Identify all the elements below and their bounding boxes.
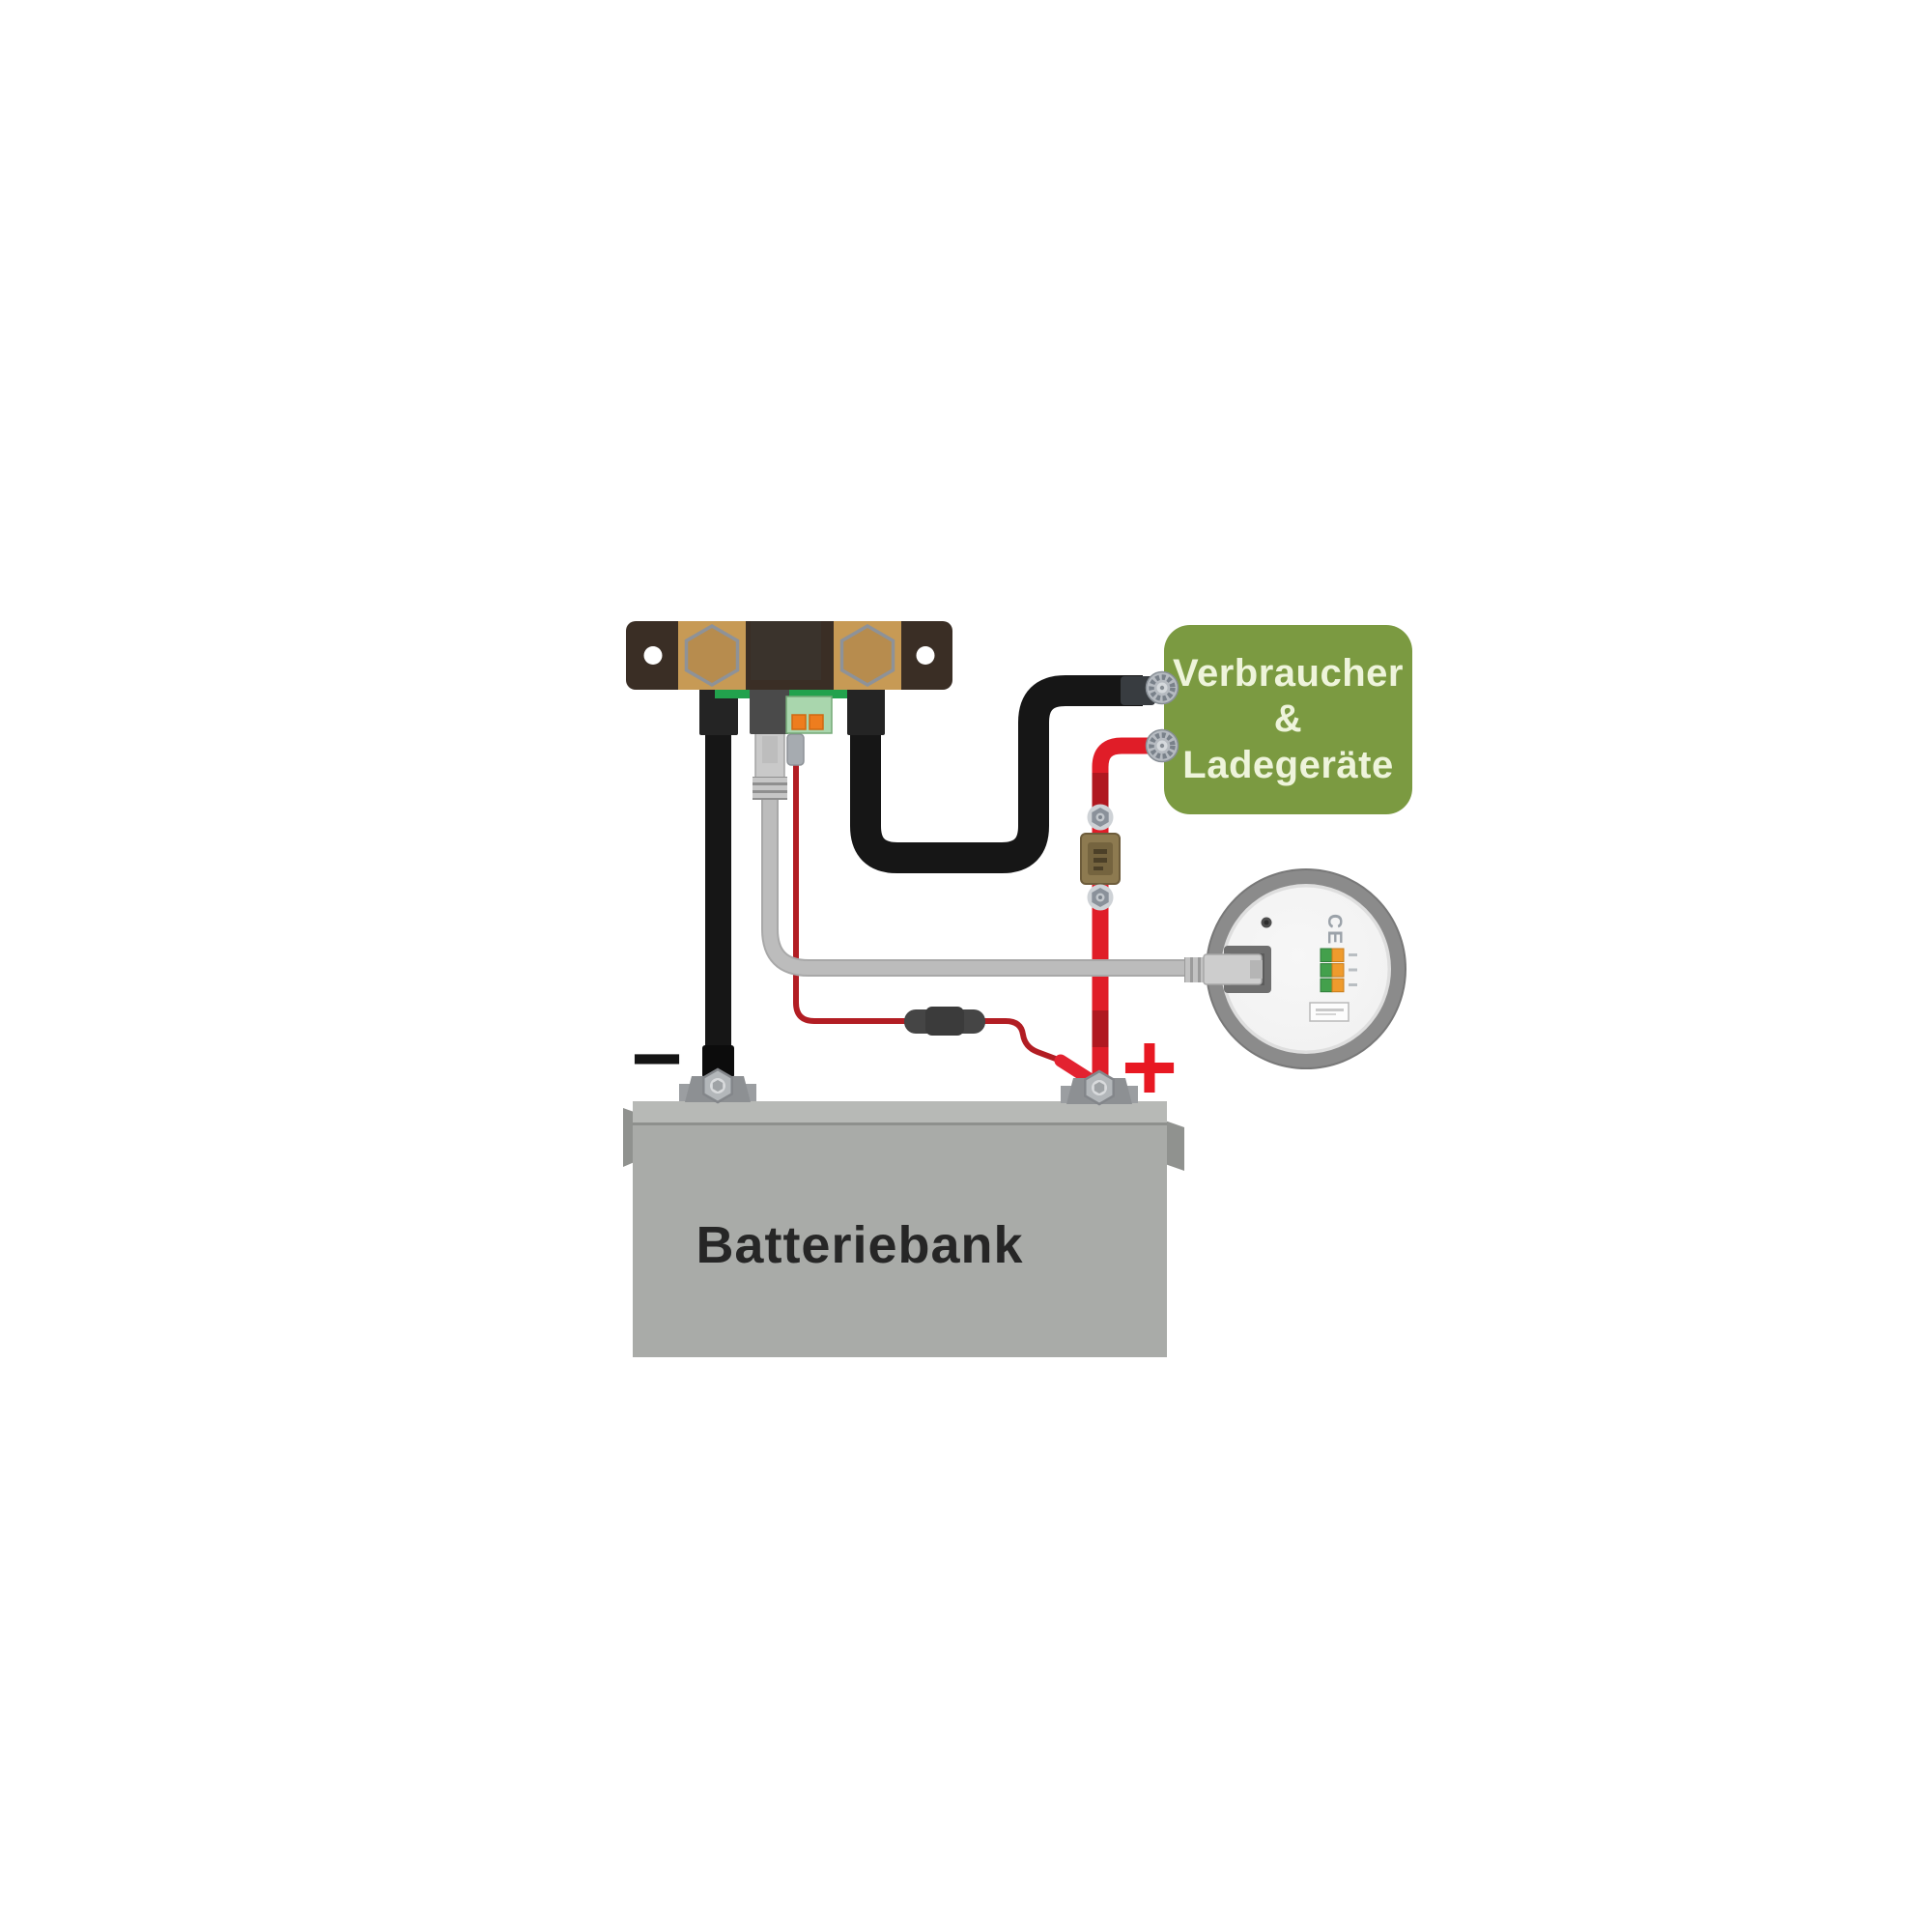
mega-fuse-top-nut [1087,804,1114,831]
strain-ridge-2 [753,785,787,790]
shunt-mount-hole-left [643,646,663,665]
red-positive-cable [1080,737,1164,1082]
negative-cable-run [705,720,731,1058]
positive-sign: + [1121,1012,1179,1122]
battery-body [633,1101,1167,1357]
strain-ridge-1 [753,778,787,782]
battery-right-tab [1165,1121,1184,1171]
mega-fuse [1080,833,1121,885]
negative-cable-lug [702,1045,734,1078]
consumers-line-2: & [1273,697,1303,741]
battery-top-lip [633,1101,1167,1124]
monitor-label [1309,1002,1350,1022]
inline-fuse-holder-band [925,1007,964,1036]
ring-terminal-black-cable [1145,670,1179,705]
shunt-terminal-screw-1 [791,714,807,730]
strain-ridge-3 [753,793,787,798]
consumer-cable-path [850,675,1143,873]
battery-bank [623,1101,1184,1357]
shunt-rj-housing [750,688,789,734]
black-negative-cable [702,720,734,1078]
monitor-rj-plug [1184,953,1263,985]
consumers-line-3: Ladegeräte [1182,743,1394,786]
shunt-mount-hole-right [916,646,935,665]
sense-wire-path [793,761,1063,1064]
ring-terminal-red-cable [1145,728,1179,763]
consumers-chargers-label: Verbraucher & Ladegeräte [1164,625,1412,814]
battery-label: Batteriebank [696,1216,1024,1274]
shunt-terminal-screw-2 [809,714,824,730]
gray-data-cable [753,729,1192,977]
negative-sign: − [631,1009,683,1108]
red-sense-wire [786,733,1102,1090]
data-cable-path [763,775,1192,975]
consumers-line-1: Verbraucher [1173,652,1404,696]
battery-negative-terminal [679,1067,756,1104]
red-cable-sleeve-lower [1092,1010,1109,1047]
shunt-center-block [751,621,821,680]
red-cable-path [1092,737,1164,1082]
shunt-bolt-right [839,623,895,688]
battery-monitor [1184,868,1406,1069]
shunt [626,621,952,735]
shunt-bolt-left [684,623,740,688]
ce-mark: CE [1323,914,1346,947]
battery-lip-line [633,1122,1167,1125]
monitor-terminal-block [1320,948,1357,993]
consumers-chargers-box [1164,625,1412,814]
black-consumer-cable [850,675,1155,873]
shunt-right-cable-stub [847,688,885,735]
battery-positive-terminal [1061,1069,1138,1106]
rj-plug-shunt-detail [762,736,778,763]
mega-fuse-bottom-nut [1087,884,1114,911]
monitor-button-hole-center [1264,920,1269,925]
red-cable-sleeve-upper [1092,773,1109,813]
shunt-left-cable-stub [699,688,738,735]
sense-wire-crimp [786,733,805,766]
